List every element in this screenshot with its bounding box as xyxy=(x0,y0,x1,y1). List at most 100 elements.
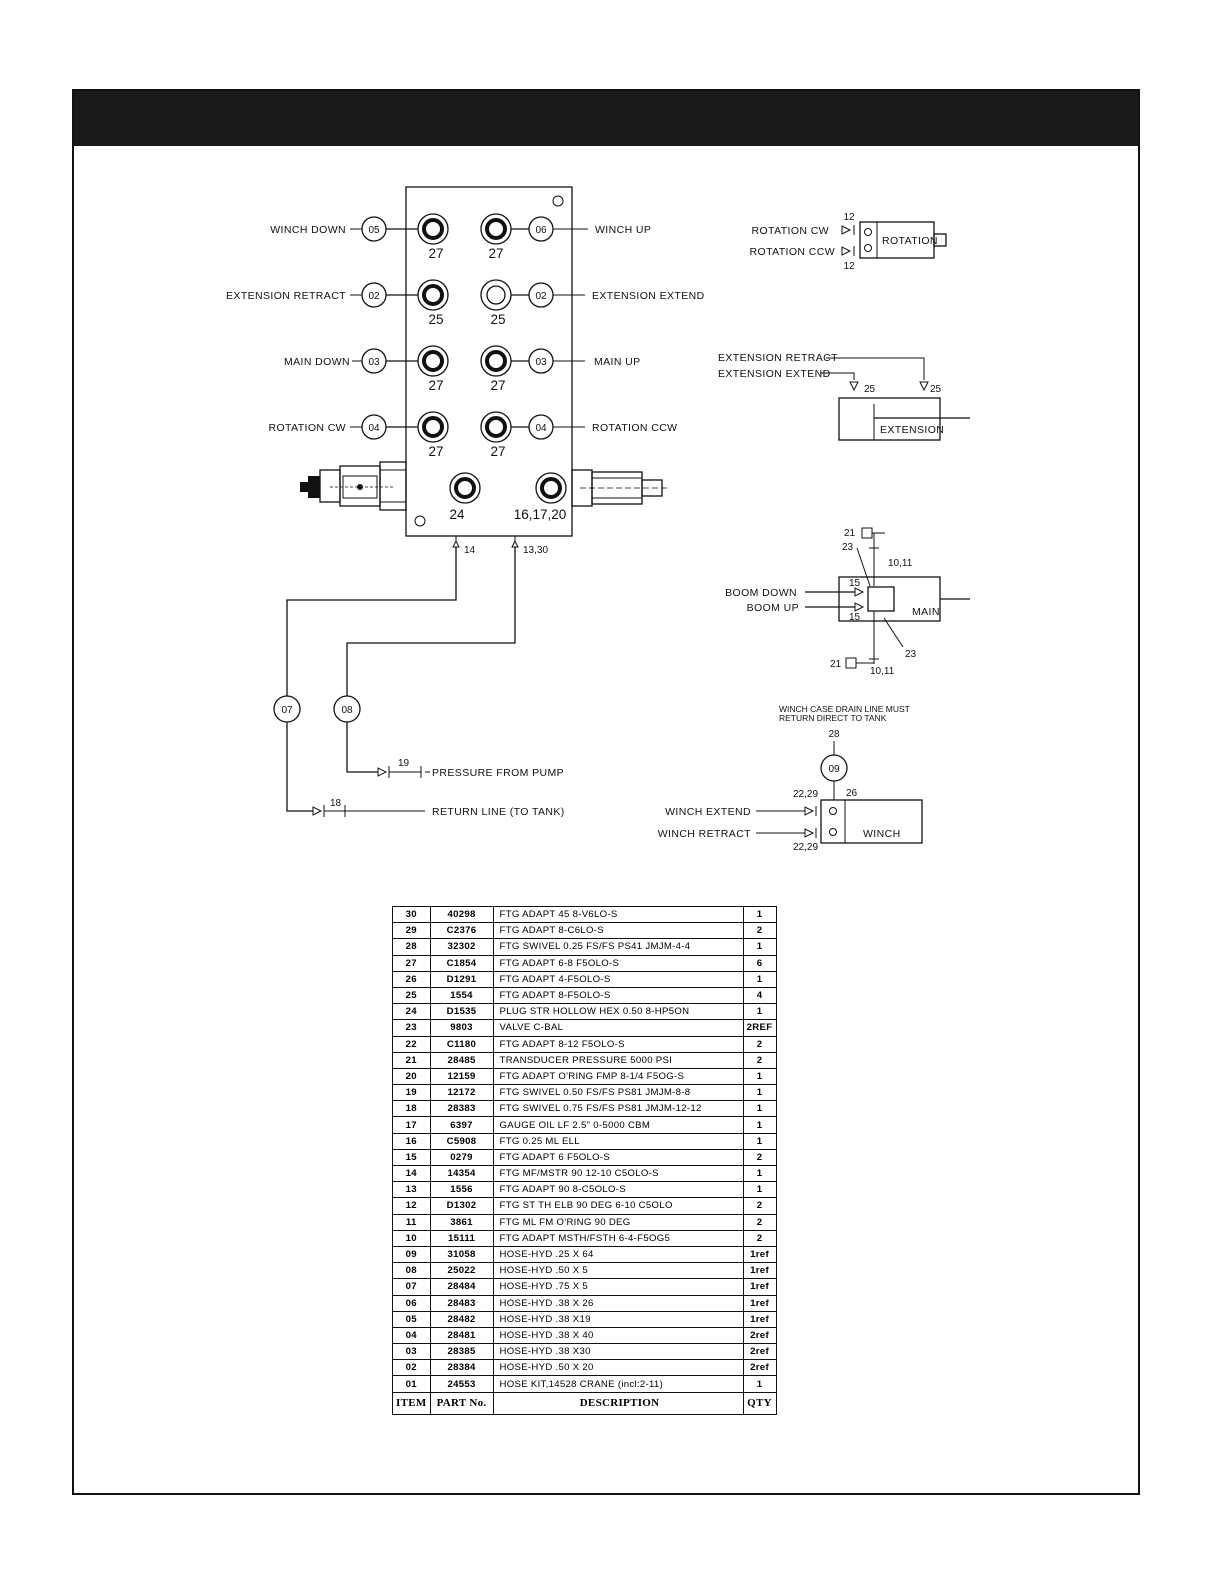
item-cell: 20 xyxy=(392,1067,431,1086)
description-cell: HOSE-HYD .38 X 26 xyxy=(492,1294,744,1312)
port-item: 27 xyxy=(428,378,443,393)
gauge-fitting xyxy=(571,469,668,507)
counterbalance-valve xyxy=(867,586,895,612)
column-header: ITEM xyxy=(392,1391,431,1415)
fitting-number: 14 xyxy=(464,545,476,556)
part-number-cell: C1854 xyxy=(429,954,494,972)
winch-retract-label: WINCH RETRACT xyxy=(658,828,751,840)
part-number-cell: 14354 xyxy=(429,1164,494,1183)
part-number-cell: D1535 xyxy=(429,1003,494,1021)
item-cell: 02 xyxy=(392,1359,431,1377)
port-item: 27 xyxy=(428,444,443,459)
header-bar xyxy=(74,91,1138,146)
fitting-number: 10,11 xyxy=(870,666,895,677)
port-item: 25 xyxy=(428,312,443,327)
rotation-cw-label: ROTATION CW xyxy=(751,225,829,237)
item-cell: 16 xyxy=(392,1132,431,1150)
qty-cell: 1ref xyxy=(742,1310,777,1328)
qty-cell: 2ref xyxy=(742,1343,777,1361)
item-cell: 14 xyxy=(392,1164,431,1183)
port-fitting xyxy=(480,279,512,311)
qty-cell: 1 xyxy=(742,1084,777,1102)
valve-row-3-left: MAIN DOWN 03 27 xyxy=(284,345,449,393)
fitting-number: 13,30 xyxy=(523,545,548,556)
hose-number: 02 xyxy=(535,291,547,302)
item-cell: 11 xyxy=(392,1213,431,1231)
part-number-cell: C1180 xyxy=(429,1035,494,1053)
qty-cell: 2REF xyxy=(742,1019,777,1037)
transducer xyxy=(861,527,873,539)
description-cell: FTG SWIVEL 0.25 FS/FS PS41 JMJM-4-4 xyxy=(492,938,744,956)
gauge-items: 16,17,20 xyxy=(514,507,567,522)
description-cell: TRANSDUCER PRESSURE 5000 PSI xyxy=(492,1051,744,1069)
hose-number: 03 xyxy=(368,357,380,368)
description-cell: FTG ADAPT 8-F5OLO-S xyxy=(492,986,744,1005)
qty-cell: 1 xyxy=(742,1116,777,1134)
item-cell: 27 xyxy=(392,954,431,972)
qty-cell: 1ref xyxy=(742,1294,777,1312)
description-cell: FTG ADAPT 8-12 F5OLO-S xyxy=(492,1035,744,1053)
extension-box-label: EXTENSION xyxy=(880,424,944,436)
hose-number: 02 xyxy=(368,291,380,302)
fitting-number: 25 xyxy=(864,384,876,395)
description-cell: HOSE-HYD .50 X 5 xyxy=(492,1262,744,1280)
return-line-label: RETURN LINE (TO TANK) xyxy=(432,806,565,818)
winch-down-label: WINCH DOWN xyxy=(270,224,346,236)
rotation-ccw-label: ROTATION CCW xyxy=(592,422,677,434)
extension-cylinder: EXTENSION RETRACT EXTENSION EXTEND 25 25… xyxy=(718,352,970,441)
hose-number: 09 xyxy=(828,764,840,775)
qty-cell: 2 xyxy=(742,1197,777,1215)
qty-cell: 4 xyxy=(742,986,777,1005)
item-cell: 15 xyxy=(392,1148,431,1167)
item-cell: 22 xyxy=(392,1035,431,1053)
item-cell: 07 xyxy=(392,1278,431,1296)
fitting-number: 15 xyxy=(849,612,861,623)
valve-row-4-right: 27 04 ROTATION CCW xyxy=(480,411,677,459)
part-number-cell: 31058 xyxy=(429,1245,494,1264)
port-fitting xyxy=(417,279,449,311)
qty-cell: 1ref xyxy=(742,1278,777,1296)
description-cell: FTG ML FM O'RING 90 DEG xyxy=(492,1213,744,1231)
qty-cell: 2 xyxy=(742,1051,777,1069)
item-cell: 06 xyxy=(392,1294,431,1312)
rotation-box-label: ROTATION xyxy=(882,235,938,247)
transducer-fitting xyxy=(300,461,407,511)
part-number-cell: 0279 xyxy=(429,1148,494,1167)
description-cell: FTG ADAPT O'RING FMP 8-1/4 F5OG-S xyxy=(492,1067,744,1086)
description-cell: FTG ADAPT 45 8-V6LO-S xyxy=(492,905,744,924)
item-cell: 24 xyxy=(392,1003,431,1021)
fitting-number: 22,29 xyxy=(793,789,818,800)
item-cell: 08 xyxy=(392,1262,431,1280)
column-header: QTY xyxy=(742,1391,777,1415)
hose-number: 06 xyxy=(535,225,547,236)
hydraulic-schematic: WINCH DOWN 05 27 EXTENSION RETRACT 02 25… xyxy=(226,186,970,853)
fitting-number: 10,11 xyxy=(888,558,913,569)
column-header: PART No. xyxy=(429,1391,494,1415)
description-cell: HOSE-HYD .38 X 40 xyxy=(492,1326,744,1345)
boom-down-label: BOOM DOWN xyxy=(725,587,797,599)
part-number-cell: 28484 xyxy=(429,1278,494,1296)
gauge-port xyxy=(535,472,567,504)
item-cell: 01 xyxy=(392,1375,431,1393)
extension-retract-label: EXTENSION RETRACT xyxy=(718,352,838,364)
mount-hole xyxy=(414,515,426,527)
description-cell: FTG ADAPT 8-C6LO-S xyxy=(492,922,744,940)
winch-motor: WINCH CASE DRAIN LINE MUST RETURN DIRECT… xyxy=(658,704,923,853)
qty-cell: 1ref xyxy=(742,1245,777,1264)
hose-number: 03 xyxy=(535,357,547,368)
description-cell: FTG SWIVEL 0.50 FS/FS PS81 JMJM-8-8 xyxy=(492,1084,744,1102)
port-fitting xyxy=(417,345,449,377)
